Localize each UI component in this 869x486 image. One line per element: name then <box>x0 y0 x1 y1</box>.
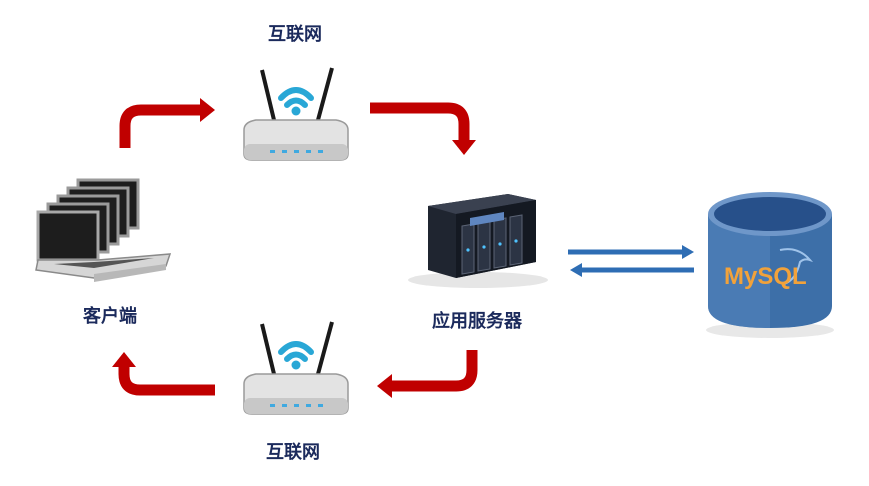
arrow-internet-to-server <box>370 102 470 140</box>
wifi-router-icon <box>243 321 349 415</box>
arrow-client-to-internet-head <box>200 98 215 122</box>
arrow-internet-to-client <box>118 366 215 396</box>
arrow-db-to-server-head <box>570 263 582 277</box>
arrow-internet-to-server-head <box>452 140 476 155</box>
nas-server-icon <box>408 194 548 288</box>
app-server-label: 应用服务器 <box>432 311 522 332</box>
arrow-server-to-db-head <box>682 245 694 259</box>
mysql-database-icon: MySQL <box>706 192 834 338</box>
client-label: 客户端 <box>83 306 137 327</box>
mysql-logo-text: MySQL <box>724 263 807 290</box>
wifi-signal-icon <box>278 341 314 362</box>
internet-top-label: 互联网 <box>268 24 322 45</box>
arrow-client-to-internet <box>119 104 200 148</box>
arrow-server-to-internet <box>392 350 478 392</box>
arrow-internet-to-client-head <box>112 352 136 367</box>
arrow-server-to-internet-head <box>377 374 392 398</box>
wifi-signal-icon <box>278 87 314 108</box>
laptop-stack-icon <box>35 178 172 282</box>
internet-bottom-label: 互联网 <box>266 442 320 463</box>
wifi-router-icon <box>243 67 349 161</box>
